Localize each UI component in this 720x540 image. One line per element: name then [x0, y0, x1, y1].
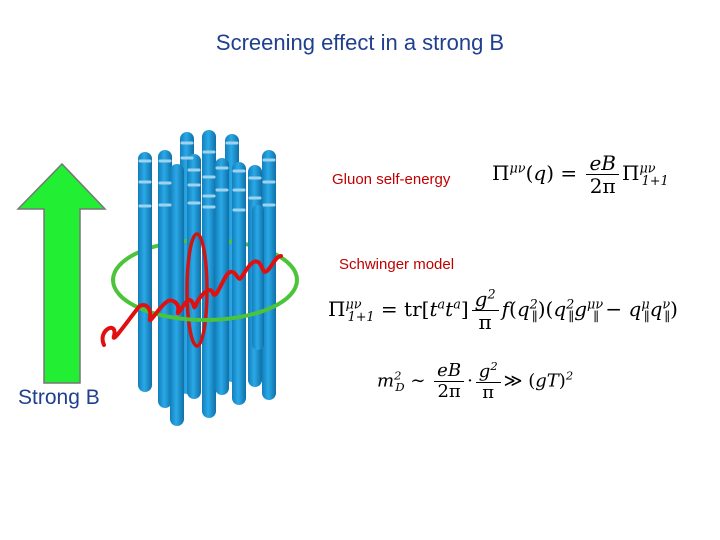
flux-tube — [262, 150, 276, 400]
flux-tube — [158, 150, 172, 408]
flux-tube — [170, 164, 184, 426]
quark-loop-front — [111, 279, 299, 322]
flux-tubes-front — [138, 150, 276, 426]
gluon-self-energy-label: Gluon self-energy — [332, 171, 451, 188]
gluon-wave-icon — [100, 254, 283, 347]
flux-tube — [232, 162, 246, 405]
flux-tube — [252, 205, 264, 350]
flux-tube — [202, 168, 216, 418]
tube-bands — [138, 141, 276, 212]
magnetic-field-arrow-icon — [16, 162, 107, 384]
flux-tube — [215, 158, 229, 395]
flux-tube — [187, 154, 201, 399]
schwinger-model-label: Schwinger model — [339, 256, 455, 273]
strong-b-label: Strong B — [18, 386, 100, 409]
slide-title: Screening effect in a strong B — [215, 30, 505, 55]
flux-tube — [138, 152, 152, 392]
